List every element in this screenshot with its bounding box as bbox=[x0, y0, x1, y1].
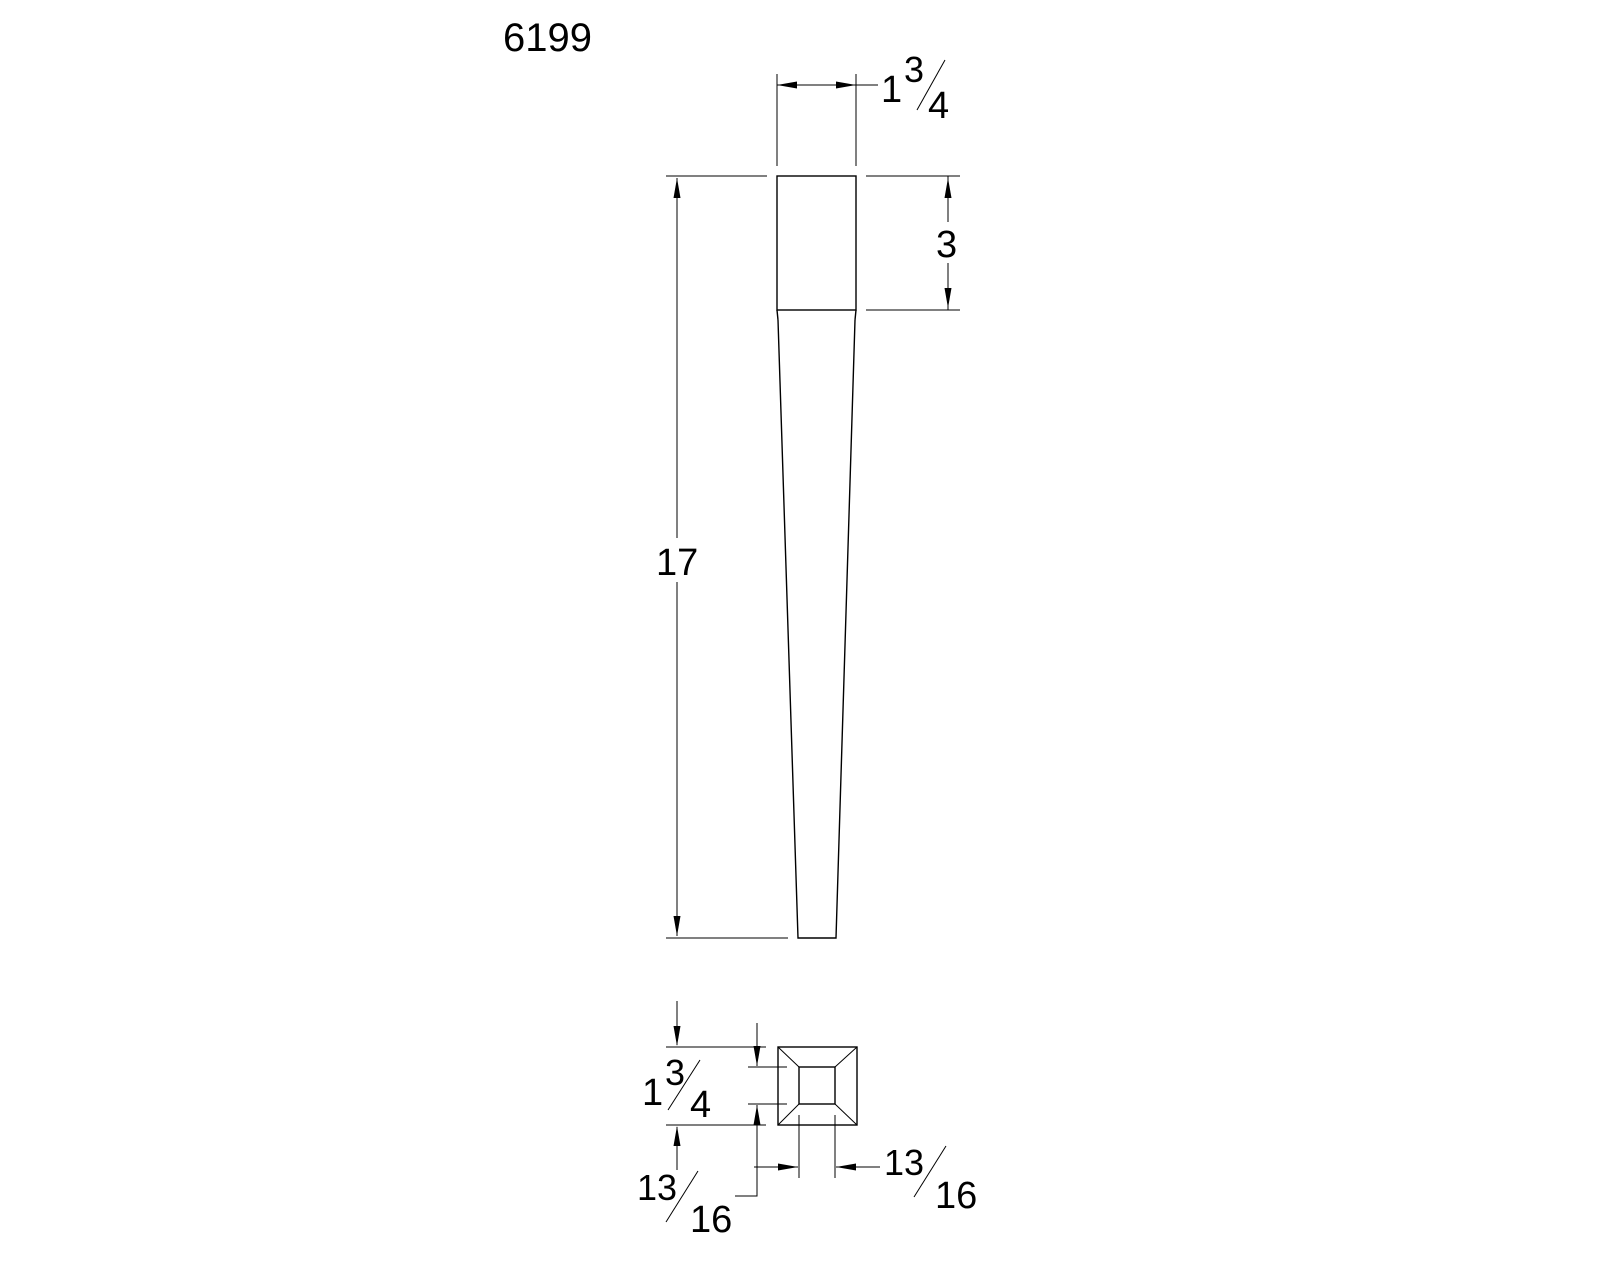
arrowhead-icon bbox=[836, 1163, 856, 1171]
part-number: 6199 bbox=[503, 16, 592, 60]
dim-denominator: 16 bbox=[690, 1199, 732, 1241]
dim-whole: 1 bbox=[881, 69, 902, 111]
leg-section-view bbox=[777, 1046, 858, 1126]
dimension-inner-horizontal: 13 16 bbox=[754, 1115, 977, 1217]
dim-numerator: 3 bbox=[904, 49, 924, 90]
dim-denominator: 16 bbox=[935, 1175, 977, 1217]
dim-overall-height-value: 17 bbox=[656, 542, 698, 584]
dim-denominator: 4 bbox=[928, 85, 949, 127]
arrowhead-icon bbox=[944, 178, 952, 198]
arrowhead-icon bbox=[753, 1105, 761, 1125]
inner-square bbox=[798, 1066, 836, 1105]
tapered-leg bbox=[777, 319, 856, 939]
dimension-overall-height: 17 bbox=[656, 175, 788, 939]
arrowhead-icon bbox=[944, 288, 952, 308]
dim-whole: 1 bbox=[642, 1072, 663, 1114]
dimension-top-width: 1 3 4 bbox=[776, 49, 949, 166]
top-block bbox=[776, 175, 857, 311]
outer-square bbox=[777, 1046, 858, 1126]
leg-elevation bbox=[776, 175, 857, 939]
arrowhead-icon bbox=[673, 1126, 681, 1146]
dim-numerator: 3 bbox=[665, 1052, 685, 1093]
dimension-outer-size: 1 3 4 bbox=[642, 1001, 766, 1170]
dim-numerator: 13 bbox=[637, 1167, 677, 1208]
dimension-block-height: 3 bbox=[866, 175, 960, 311]
dimension-inner-vertical: 13 16 bbox=[637, 1023, 787, 1241]
arrowhead-icon bbox=[836, 81, 856, 89]
arrowhead-icon bbox=[673, 178, 681, 198]
dim-denominator: 4 bbox=[690, 1084, 711, 1126]
arrowhead-icon bbox=[673, 916, 681, 936]
arrowhead-icon bbox=[673, 1026, 681, 1046]
arrowhead-icon bbox=[778, 1163, 798, 1171]
dim-numerator: 13 bbox=[884, 1142, 924, 1183]
arrowhead-icon bbox=[753, 1046, 761, 1066]
arrowhead-icon bbox=[777, 81, 797, 89]
dim-block-height-value: 3 bbox=[936, 224, 957, 266]
